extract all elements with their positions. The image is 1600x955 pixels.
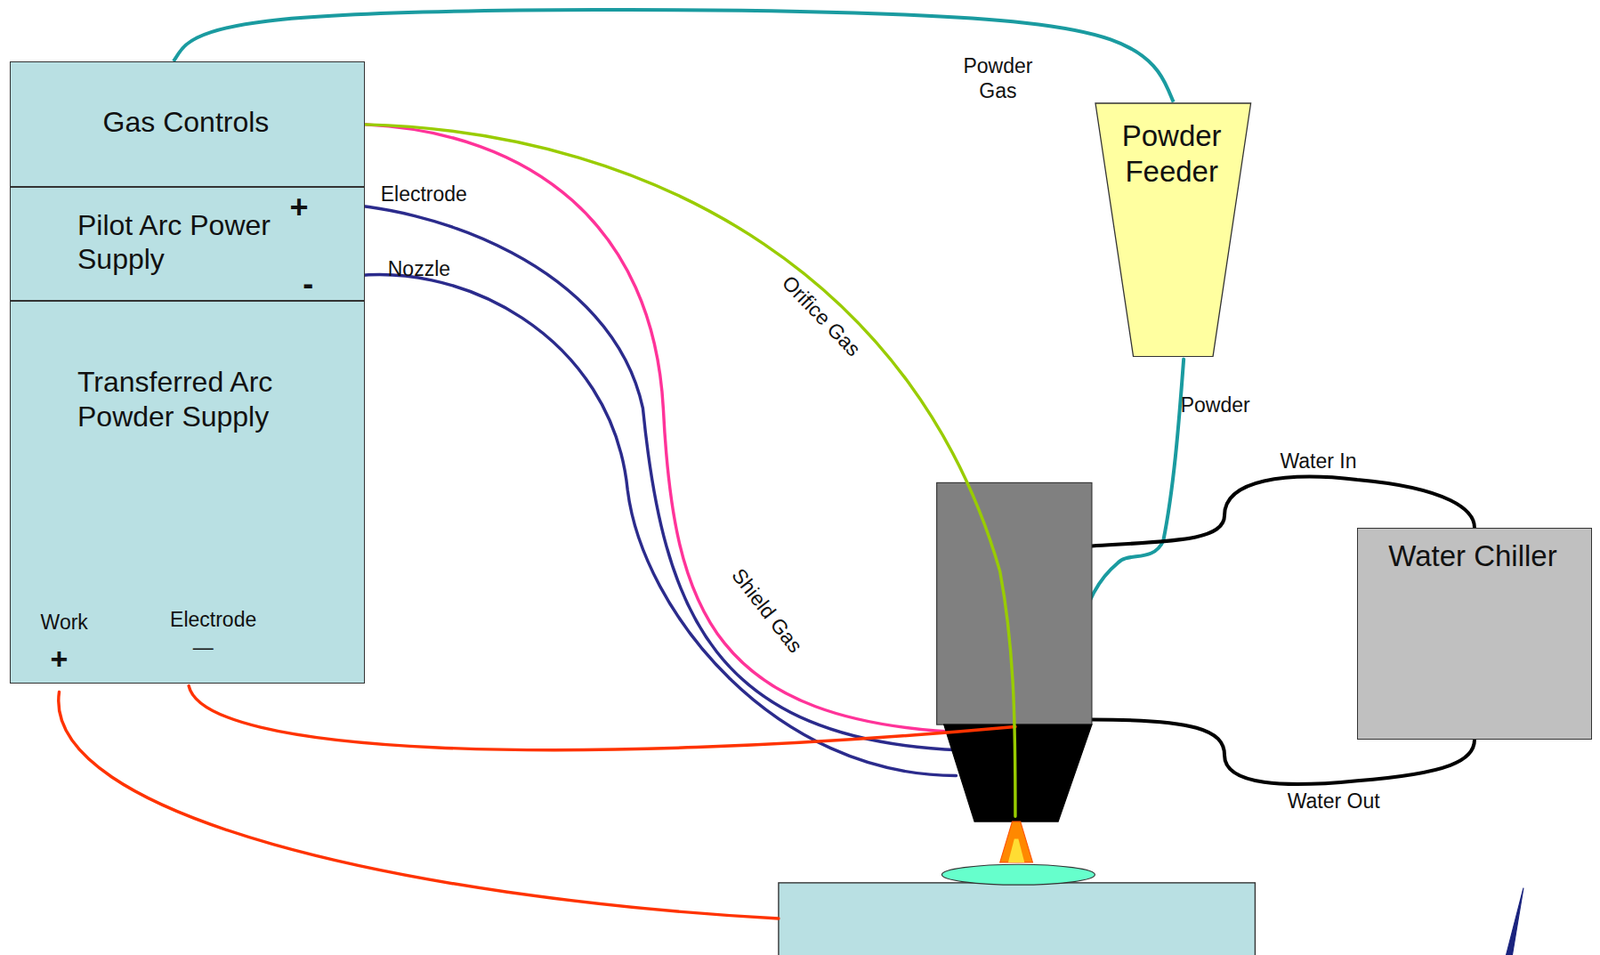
polarity-sign: + (50, 641, 69, 677)
torch-nozzle (944, 724, 1092, 822)
electrode-wire (326, 203, 960, 750)
electrode-power-wire (188, 686, 1016, 751)
gas-controls-box: Gas Controls (9, 61, 365, 187)
wire-label: Shield Gas (727, 563, 808, 657)
wire-label: — (193, 635, 214, 659)
node-text: Transferred Arc Powder Supply (77, 364, 313, 434)
nozzle-wire (336, 274, 956, 776)
logo-mark (1505, 888, 1523, 955)
feeder-shape (1095, 103, 1252, 357)
powder-feeder: Powder Feeder (1094, 102, 1253, 358)
wire-label: Water In (1279, 449, 1357, 473)
flame-core (1008, 839, 1025, 863)
node-text: Powder Feeder (1099, 118, 1244, 189)
deposit (941, 864, 1095, 885)
polarity-sign: + (289, 188, 308, 226)
node-text: Water Chiller (1388, 538, 1557, 574)
edge-label: Powder Gas (957, 55, 1038, 105)
wire-label: Electrode (169, 607, 257, 631)
workpiece (778, 882, 1255, 955)
node-text: Pilot Arc Power Supply (77, 208, 302, 277)
orifice-gas-line (365, 124, 1016, 817)
wire-label: Powder (1180, 393, 1251, 417)
work-wire (58, 691, 779, 919)
node-text: Gas Controls (103, 105, 270, 139)
wire-label: Work (40, 610, 89, 634)
polarity-sign: - (302, 265, 314, 302)
wire-label: Nozzle (387, 256, 451, 280)
shield-gas-line (365, 124, 970, 733)
water-chiller: Water Chiller (1357, 527, 1592, 741)
plasma-flame (1000, 821, 1034, 863)
wire-label: Electrode (380, 182, 468, 206)
wire-label: Water Out (1287, 789, 1381, 813)
